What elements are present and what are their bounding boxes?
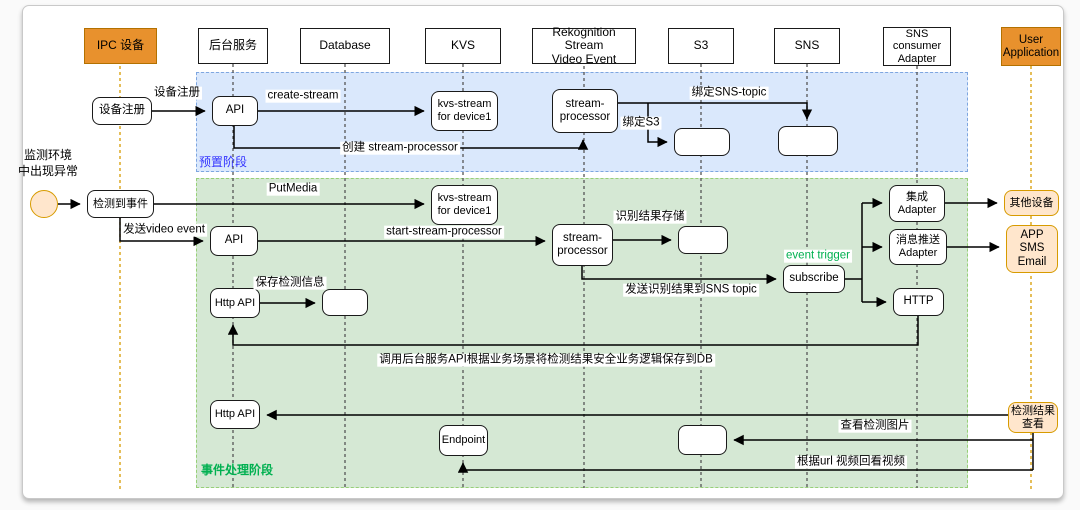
node-stream-processor-event: stream- processor: [552, 224, 613, 266]
header-sns-consumer-adapter: SNS consumer Adapter: [883, 27, 951, 66]
header-kvs: KVS: [425, 28, 501, 64]
node-http: HTTP: [893, 288, 944, 316]
node-http-api-save: Http API: [210, 288, 260, 318]
header-sns: SNS: [774, 28, 840, 64]
node-s3-bucket-result: [678, 226, 728, 254]
event-trigger-circle: [30, 190, 58, 218]
node-result-view: 检测结果 查看: [1008, 402, 1058, 433]
node-device-register: 设备注册: [92, 97, 152, 125]
setup-phase-label: 预置阶段: [199, 155, 248, 169]
header-database: Database: [300, 28, 390, 64]
label-send-video-event: 发送video event: [121, 223, 207, 237]
node-sns-topic-setup: [778, 126, 838, 156]
monitor-abnormal-note: 监测环境 中出现异常: [17, 148, 78, 178]
header-backend-service: 后台服务: [198, 28, 268, 64]
label-view-detection-image: 查看检测图片: [838, 419, 912, 433]
label-send-result-to-sns: 发送识别结果到SNS topic: [623, 283, 759, 297]
node-endpoint: Endpoint: [439, 425, 488, 456]
node-stream-processor-setup: stream- processor: [552, 89, 618, 133]
header-s3: S3: [668, 28, 734, 64]
node-app-sms-email: APP SMS Email: [1006, 225, 1058, 273]
node-kvs-stream-setup: kvs-stream for device1: [431, 91, 498, 131]
header-rekognition: Rekognition Stream Video Event: [532, 25, 636, 65]
node-http-api-result: Http API: [210, 400, 260, 429]
label-bind-s3: 绑定S3: [620, 116, 662, 130]
node-api-event: API: [210, 226, 258, 256]
label-register: 设备注册: [152, 86, 202, 100]
label-bind-sns-topic: 绑定SNS-topic: [689, 86, 769, 100]
label-event-trigger: event trigger: [784, 249, 852, 263]
label-replay-video: 根据url 视频回看视频: [795, 455, 907, 469]
node-message-push-adapter: 消息推送 Adapter: [889, 229, 947, 265]
label-save-detection-info: 保存检测信息: [253, 276, 327, 290]
label-start-stream-processor: start-stream-processor: [384, 225, 504, 239]
node-subscribe: subscribe: [783, 265, 845, 293]
node-detect-event: 检测到事件: [87, 190, 154, 218]
label-recognition-store: 识别结果存储: [613, 210, 687, 224]
node-integration-adapter: 集成 Adapter: [889, 185, 945, 222]
label-create-stream-processor: 创建 stream-processor: [340, 141, 460, 155]
node-api-setup: API: [212, 96, 258, 126]
node-database-record: [322, 289, 368, 316]
node-s3-bucket-setup: [674, 128, 730, 156]
header-user-application: User Application: [1001, 27, 1061, 66]
label-call-backend-api: 调用后台服务API根据业务场景将检测结果安全业务逻辑保存到DB: [377, 353, 715, 367]
node-kvs-stream-event: kvs-stream for device1: [431, 185, 498, 225]
label-create-stream: create-stream: [265, 89, 341, 103]
header-ipc-device: IPC 设备: [84, 28, 157, 64]
node-other-devices: 其他设备: [1004, 190, 1059, 216]
event-phase-label: 事件处理阶段: [201, 463, 274, 477]
node-s3-bucket-view: [678, 425, 727, 455]
label-put-media: PutMedia: [266, 182, 320, 196]
